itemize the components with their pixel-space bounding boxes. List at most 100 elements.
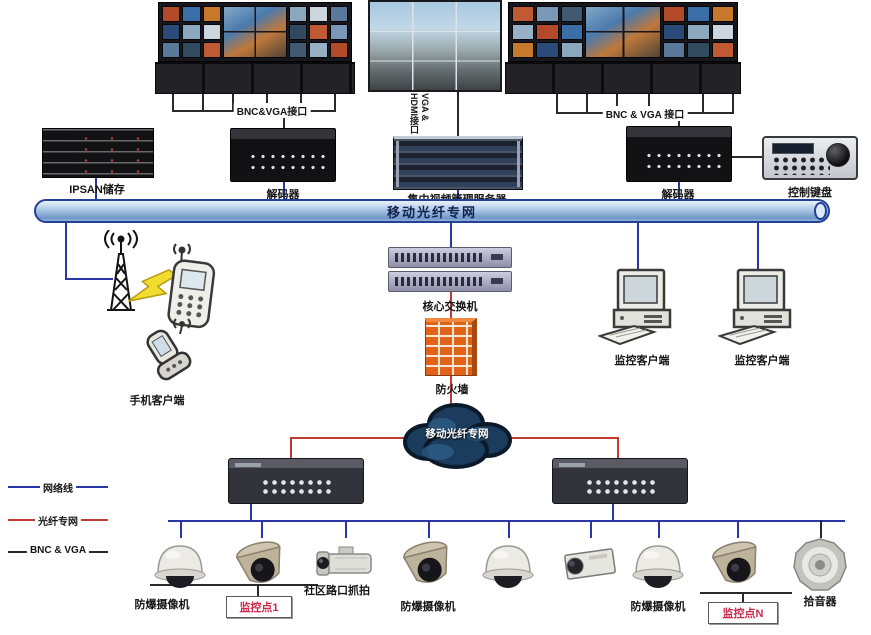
keyboard-screen: [772, 143, 814, 154]
keyboard-link-line: [728, 156, 764, 158]
network-line: [65, 223, 67, 278]
camera-drop-line: [428, 520, 430, 538]
wall-monitor-tile: [711, 42, 734, 58]
cloud-label: 移动光纤专网: [425, 428, 489, 440]
wall-monitor-tile: [663, 6, 686, 22]
wall-monitor-tile: [536, 24, 559, 40]
monitor-point-bracket: [742, 592, 744, 602]
network-line: [457, 186, 459, 200]
network-line: [612, 502, 614, 520]
wall-monitor-tile: [202, 42, 221, 58]
bnc-line: [202, 94, 204, 110]
ipsan-storage-device: [42, 128, 154, 178]
monitor-point-1-box: 监控点1: [226, 596, 292, 618]
camera-label: 防爆摄像机: [630, 601, 686, 613]
decoder-left-label: 解码器: [266, 189, 300, 201]
monitor-tile-grid: [289, 6, 348, 58]
dome-camera-icon: [705, 537, 769, 589]
wall-monitor-tile: [309, 6, 328, 22]
interface-label-right: BNC & VGA 接口: [602, 106, 688, 121]
camera-drop-line: [658, 520, 660, 538]
video-wall-left: [158, 2, 352, 62]
wall-monitor-tile: [182, 24, 201, 40]
monitor-client-1-label: 监控客户端: [614, 355, 670, 367]
cell-tower-icon: [104, 230, 138, 311]
flip-phone-icon: [146, 318, 192, 381]
bnc-line: [232, 94, 234, 110]
video-wall-right: [508, 2, 738, 62]
camera-label: 防爆摄像机: [134, 599, 190, 611]
core-switch-device: [388, 247, 512, 292]
fiber-line: [290, 437, 292, 458]
wall-monitor-tile: [289, 6, 308, 22]
wall-monitor-tile: [512, 42, 535, 58]
monitor-point-n-box: 监控点N: [708, 602, 778, 624]
camera-label: 防爆摄像机: [400, 601, 456, 613]
wall-big-screen: [223, 6, 287, 58]
wall-monitor-tile: [512, 24, 535, 40]
audio-pickup-icon: [792, 537, 848, 593]
wall-monitor-tile: [536, 6, 559, 22]
video-wall-center: [368, 0, 502, 92]
control-keyboard-device: [762, 136, 858, 180]
firewall-label: 防火墙: [435, 384, 469, 396]
camera-drop-line: [590, 520, 592, 538]
camera-drop-line: [737, 520, 739, 538]
monitor-point-bracket: [700, 592, 792, 594]
camera-drop-line: [345, 520, 347, 538]
monitor-client-1-icon: [598, 268, 678, 352]
network-line: [678, 180, 680, 200]
core-switch-label: 核心交换机: [422, 301, 478, 313]
decoder-right-device: [626, 126, 732, 182]
legend-label-network: 网络线: [40, 480, 76, 495]
keyboard-keys: [772, 156, 830, 175]
dome-camera-icon: [396, 537, 460, 589]
bnc-line: [732, 94, 734, 112]
dome-camera-icon: [476, 540, 540, 590]
bnc-line: [172, 94, 174, 110]
access-switch-left: [228, 458, 364, 504]
wall-monitor-tile: [663, 42, 686, 58]
wall-monitor-tile: [329, 6, 348, 22]
wall-monitor-tile: [329, 42, 348, 58]
bnc-line: [586, 94, 588, 112]
network-line: [65, 278, 113, 280]
bnc-line: [648, 94, 650, 112]
wall-monitor-tile: [182, 42, 201, 58]
wall-monitor-tile: [711, 6, 734, 22]
interface-label-left: BNC&VGA接口: [233, 103, 311, 118]
mobile-phone-icon: [167, 243, 216, 329]
video-management-server-device: [393, 136, 523, 190]
cloud-icon: [403, 403, 512, 469]
camera-label: 拾音器: [803, 596, 837, 608]
wall-monitor-tile: [687, 42, 710, 58]
wall-monitor-tile: [309, 42, 328, 58]
monitor-tile-grid: [663, 6, 734, 58]
bnc-line: [556, 94, 558, 112]
wall-monitor-tile: [309, 24, 328, 40]
bnc-line: [334, 94, 336, 110]
access-switch-right: [552, 458, 688, 504]
monitor-point-bracket: [150, 584, 318, 586]
bnc-line: [702, 94, 704, 112]
monitor-client-2-label: 监控客户端: [734, 355, 790, 367]
wall-monitor-tile: [663, 24, 686, 40]
fiber-cloud: 移动光纤专网: [398, 396, 516, 472]
vga-hdmi-line: [457, 92, 459, 136]
bnc-line: [283, 110, 285, 128]
wall-monitor-tile: [687, 24, 710, 40]
camera-drop-line: [508, 520, 510, 538]
network-line: [450, 223, 452, 247]
core-switch-unit: [388, 247, 512, 268]
network-line: [95, 176, 97, 200]
dome-camera-icon: [626, 540, 690, 590]
fiber-bus-pipe: 移动光纤专网: [34, 199, 830, 223]
monitor-point-bracket: [257, 584, 259, 596]
camera-drop-line: [261, 520, 263, 538]
bnc-line: [300, 94, 302, 110]
network-line: [250, 502, 252, 520]
wall-monitor-tile: [202, 24, 221, 40]
control-cabinet: [505, 62, 741, 94]
mobile-client-label: 手机客户端: [129, 395, 185, 407]
firewall-device: [425, 318, 477, 376]
